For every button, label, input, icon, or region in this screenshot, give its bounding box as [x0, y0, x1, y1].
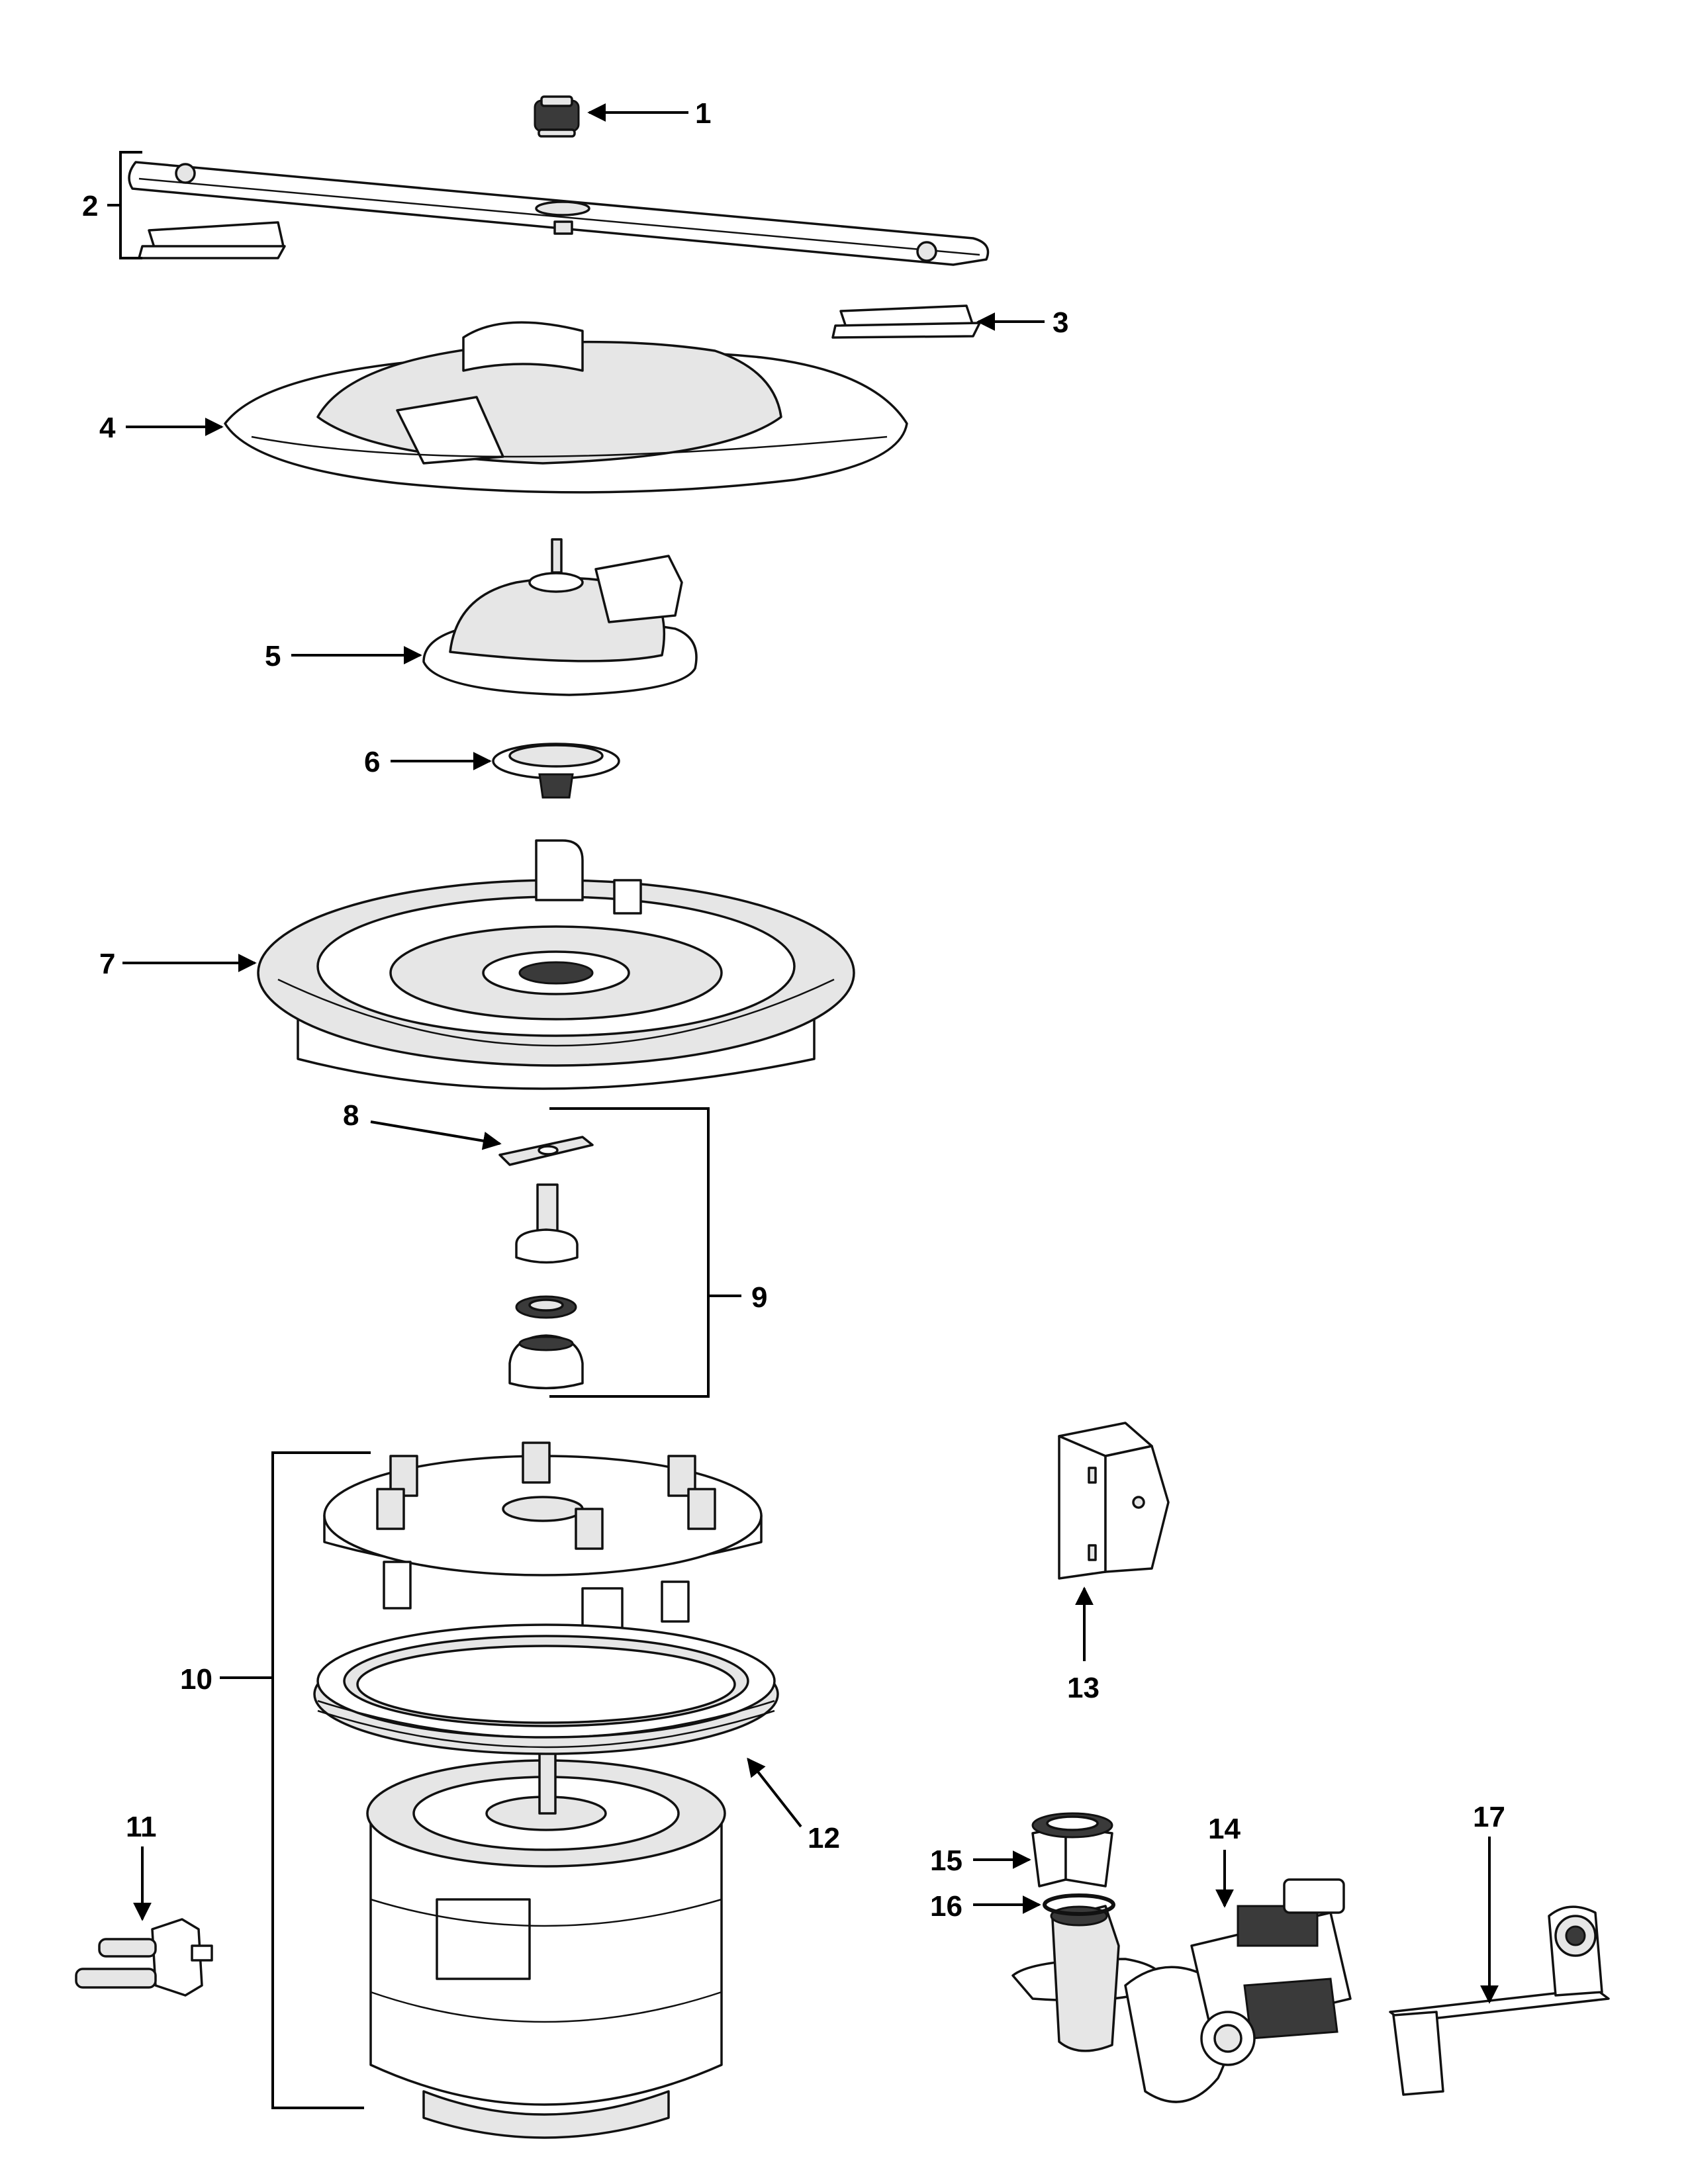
part-12-gasket[interactable]	[313, 1623, 779, 1755]
callout-17: 17	[1473, 1801, 1505, 1833]
bracket-9	[549, 1107, 710, 1398]
leader-12	[747, 1757, 802, 1828]
callout-8: 8	[343, 1099, 359, 1132]
part-15-cap[interactable]	[1031, 1812, 1113, 1888]
callout-3: 3	[1053, 306, 1068, 339]
part-6-impeller[interactable]	[492, 743, 620, 799]
callout-13: 13	[1067, 1672, 1100, 1704]
callout-10: 10	[180, 1663, 212, 1696]
callout-5: 5	[265, 640, 281, 672]
part-5-pump-housing[interactable]	[422, 538, 698, 696]
callout-2: 2	[82, 190, 98, 222]
callout-6: 6	[364, 746, 380, 778]
part-17-mounting-bracket[interactable]	[1389, 1905, 1610, 2096]
callout-1: 1	[695, 97, 711, 130]
part-9-chopper-assembly[interactable]	[508, 1183, 584, 1390]
part-7-sump-housing[interactable]	[257, 839, 855, 1090]
leader-8	[370, 1120, 502, 1150]
part-10-motor-assembly[interactable]	[323, 1441, 763, 2139]
part-1-nut[interactable]	[534, 95, 580, 138]
callout-16: 16	[930, 1890, 962, 1923]
part-16-o-ring[interactable]	[1043, 1893, 1115, 1916]
part-11-fitting[interactable]	[75, 1918, 213, 1997]
bracket-10	[271, 1451, 371, 2109]
part-4-filter-cover[interactable]	[224, 321, 908, 494]
callout-12: 12	[808, 1822, 840, 1854]
callout-11: 11	[126, 1811, 157, 1843]
part-2-spray-arm[interactable]	[128, 161, 990, 266]
callout-4: 4	[99, 412, 116, 444]
callout-9: 9	[751, 1281, 767, 1314]
callout-7: 7	[99, 948, 115, 980]
part-3-clip[interactable]	[831, 304, 981, 339]
part-14-drain-pump[interactable]	[1011, 1878, 1352, 2103]
callout-14: 14	[1208, 1813, 1241, 1845]
part-8-chopper-blade[interactable]	[498, 1136, 594, 1166]
part-13-bracket[interactable]	[1058, 1422, 1170, 1580]
callout-15: 15	[930, 1844, 962, 1877]
